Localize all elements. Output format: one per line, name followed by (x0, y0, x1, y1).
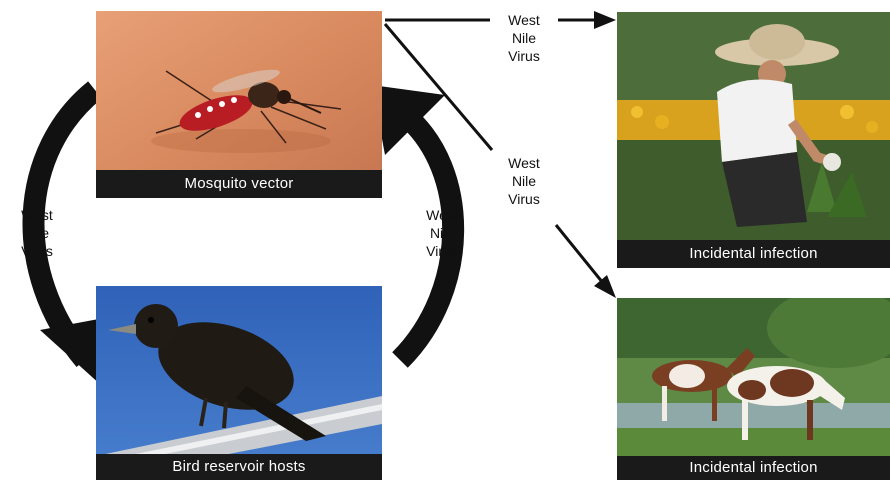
virus-label-middle-line1: West (494, 154, 554, 172)
virus-label-middle: West Nile Virus (494, 154, 554, 208)
human-card: Incidental infection (617, 12, 890, 268)
bird-photo (96, 286, 382, 480)
arrowhead-to-human (594, 11, 616, 29)
bird-card: Bird reservoir hosts (96, 286, 382, 480)
human-caption: Incidental infection (617, 240, 890, 268)
virus-label-top-line3: Virus (494, 47, 554, 65)
horse-caption: Incidental infection (617, 456, 890, 480)
arrowhead-to-horse (594, 275, 616, 298)
virus-label-top: West Nile Virus (494, 11, 554, 65)
arrow-to-horse-shaft-b (556, 225, 603, 283)
horse-card: Incidental infection (617, 298, 890, 480)
mosquito-card: Mosquito vector (96, 11, 382, 198)
virus-label-center-line3: Virus (412, 242, 472, 260)
bird-caption: Bird reservoir hosts (96, 454, 382, 480)
mosquito-caption: Mosquito vector (96, 170, 382, 198)
virus-label-middle-line2: Nile (494, 172, 554, 190)
horse-photo (617, 298, 890, 480)
human-photo (617, 12, 890, 268)
virus-label-top-line2: Nile (494, 29, 554, 47)
virus-label-left-line1: West (7, 206, 67, 224)
virus-label-top-line1: West (494, 11, 554, 29)
virus-label-middle-line3: Virus (494, 190, 554, 208)
virus-label-left: West Nile Virus (7, 206, 67, 260)
virus-label-center-line1: West (412, 206, 472, 224)
virus-label-center: West Nile Virus (412, 206, 472, 260)
virus-label-center-line2: Nile (412, 224, 472, 242)
virus-label-left-line3: Virus (7, 242, 67, 260)
virus-label-left-line2: Nile (7, 224, 67, 242)
